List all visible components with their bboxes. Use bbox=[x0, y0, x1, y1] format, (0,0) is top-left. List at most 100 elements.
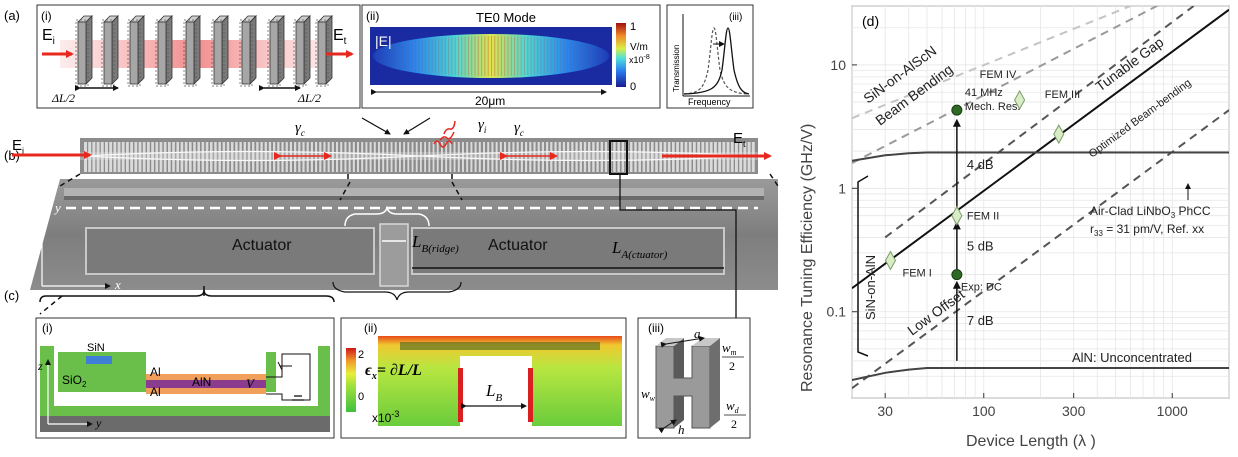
c-y-label: y bbox=[95, 416, 102, 430]
ridge bbox=[379, 223, 409, 287]
green-frame-right bbox=[318, 346, 330, 416]
actuator-right-label: Actuator bbox=[488, 237, 548, 254]
grating-slab bbox=[211, 15, 229, 87]
series-line bbox=[852, 367, 1229, 381]
unit-cell-highlight bbox=[609, 140, 628, 175]
delta-l-left: ΔL/2 bbox=[51, 91, 75, 105]
grating-slab bbox=[239, 15, 257, 87]
gamma-c-right: γc bbox=[514, 120, 524, 138]
chart-annotation: 41 MHz bbox=[965, 87, 1003, 99]
aln-layer bbox=[146, 380, 266, 388]
al-top-label: Al bbox=[150, 365, 161, 379]
w-d-two: 2 bbox=[731, 417, 737, 431]
fem-point bbox=[884, 250, 897, 271]
scale-label: 20μm bbox=[475, 94, 505, 108]
y-tick-label: 10 bbox=[830, 57, 846, 73]
curly-bottom bbox=[332, 281, 462, 301]
sub-label-a-iii: (iii) bbox=[729, 12, 742, 23]
strain-cb-zero: 0 bbox=[358, 391, 364, 403]
field-label: |E| bbox=[375, 33, 392, 49]
gamma-c-left: γc bbox=[295, 120, 305, 138]
w-m-two: 2 bbox=[729, 359, 735, 373]
actuator-right bbox=[411, 227, 725, 275]
b-e-in: Ei bbox=[12, 137, 24, 156]
x-tick-label: 30 bbox=[877, 403, 893, 419]
w-m-label: wm bbox=[722, 340, 737, 357]
panel-label-b: (b) bbox=[4, 148, 20, 163]
series-line bbox=[852, 6, 1160, 164]
cb-scale: x10-8 bbox=[629, 54, 650, 65]
panel-a-iii: (iii) Transmission Frequency bbox=[666, 4, 754, 109]
trans-ylabel: Transmission bbox=[672, 45, 681, 92]
cb-min: 0 bbox=[630, 81, 636, 93]
chart-annotation: FEM III bbox=[1045, 89, 1080, 101]
aln-label: AlN bbox=[192, 375, 211, 389]
fem-point bbox=[951, 205, 963, 226]
c-z-label: z bbox=[37, 359, 43, 373]
cb-max: 1 bbox=[630, 21, 636, 33]
chart-annotation: AlN: Unconcentrated bbox=[1072, 350, 1192, 365]
sin-aln-bracket bbox=[857, 175, 869, 357]
measured-point bbox=[951, 104, 963, 116]
grating-slab bbox=[127, 15, 145, 87]
panel-c-zoomlines bbox=[39, 286, 335, 315]
sub-label-c-ii: (ii) bbox=[364, 321, 377, 335]
grating-slab bbox=[267, 15, 285, 87]
trans-xlabel: Frequency bbox=[688, 97, 731, 107]
chart-annotation: 4 dB bbox=[967, 157, 994, 172]
circuit-wire bbox=[266, 353, 311, 401]
y-tick-label: 0.1 bbox=[827, 304, 847, 320]
strain-eq: ϵx= ∂L/L bbox=[365, 362, 422, 382]
sub-label-c-iii: (iii) bbox=[648, 321, 664, 335]
green-frame-left bbox=[40, 346, 54, 416]
panel-label-d: (d) bbox=[862, 13, 879, 29]
chart-annotation: SiN-on-AlN bbox=[863, 255, 878, 320]
series-line bbox=[852, 151, 1229, 162]
scatter-wave bbox=[433, 140, 453, 148]
mode-field bbox=[373, 34, 609, 78]
panel-a-i: (i) Ei Et ΔL/2 ΔL/2 bbox=[36, 4, 361, 109]
grating-slab bbox=[293, 15, 311, 87]
chart-xlabel: Device Length (λ ) bbox=[966, 433, 1096, 450]
green-post bbox=[266, 352, 276, 392]
sub-label-a-ii: (ii) bbox=[366, 9, 379, 23]
colorbar-jet bbox=[616, 23, 626, 87]
chart-series bbox=[852, 6, 1229, 390]
al-top bbox=[146, 374, 266, 380]
panel-b: Ei Et γc γi γc y Actuator Actuator LB(ri… bbox=[12, 117, 779, 318]
actuator-left-label: Actuator bbox=[232, 237, 292, 254]
al-bottom-label: Al bbox=[150, 385, 161, 399]
panel-a-ii: (ii) TE0 Mode |E| 1 V/m x10-8 0 20μm bbox=[361, 4, 661, 109]
grating-slab bbox=[75, 15, 93, 87]
panel-c-ii: (ii) 2 0 ϵx= ∂L/L x10-3 LB bbox=[340, 317, 627, 439]
trans-peak-before bbox=[683, 27, 749, 95]
e-out-label: Et bbox=[333, 27, 347, 47]
grating-slab bbox=[101, 15, 119, 87]
mode-stripes bbox=[388, 36, 595, 76]
gamma-i: γi bbox=[478, 117, 487, 135]
chart-annotation: Mech. Res. bbox=[965, 101, 1021, 113]
ref-label: Air-Clad LiNbO3 PhCC bbox=[1090, 204, 1211, 220]
x-tick-label: 300 bbox=[1062, 403, 1086, 419]
chart-annotation: Exp: DC bbox=[961, 282, 1002, 294]
l-b-label: LB(ridge) bbox=[411, 232, 459, 255]
series-line bbox=[852, 8, 1229, 290]
ref-r33: r33 = 31 pm/V, Ref. xx bbox=[1090, 222, 1204, 238]
sin-core bbox=[86, 356, 112, 364]
chart-annotation: FEM I bbox=[902, 268, 931, 280]
sem-x-label: x bbox=[114, 277, 121, 292]
grating-slab bbox=[183, 15, 201, 87]
strain-cb-max: 2 bbox=[358, 349, 364, 361]
panel-label-a: (a) bbox=[4, 8, 20, 23]
substrate bbox=[40, 416, 330, 432]
lb-label: LB bbox=[485, 381, 502, 404]
measured-point bbox=[951, 269, 963, 281]
panel-label-c: (c) bbox=[4, 288, 19, 303]
grating-slab bbox=[315, 15, 333, 87]
mode-title: TE0 Mode bbox=[476, 10, 536, 25]
strain-cb-scale: x10-3 bbox=[372, 409, 399, 425]
panel-c-iii: (iii) a wm 2 ww wd 2 h bbox=[637, 317, 751, 439]
